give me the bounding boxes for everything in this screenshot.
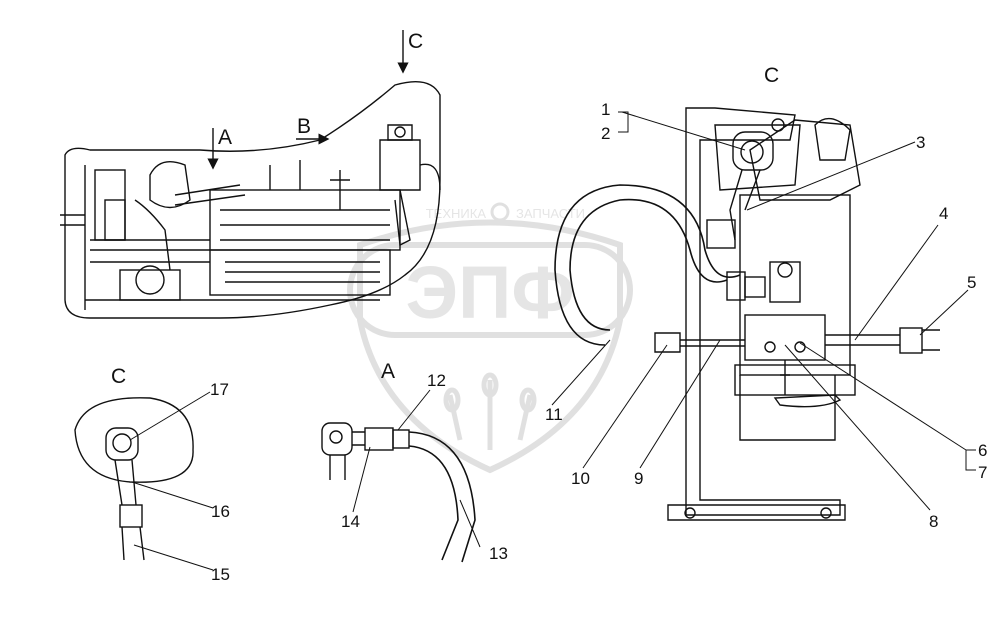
view-c-detail bbox=[74, 397, 194, 561]
callout-16: 16 bbox=[211, 502, 230, 521]
callout-2: 2 bbox=[601, 124, 610, 143]
callout-9: 9 bbox=[634, 469, 643, 488]
callout-10: 10 bbox=[571, 469, 590, 488]
leader-lines bbox=[129, 111, 976, 571]
view-a-detail-label: A bbox=[381, 360, 395, 383]
callout-13: 13 bbox=[489, 544, 508, 563]
view-c-main-label: C bbox=[764, 64, 779, 87]
watermark-logo: ЭПФ ТЕХНИКА ЗАПЧАСТИ bbox=[347, 202, 633, 474]
view-c-detail-label: C bbox=[111, 365, 126, 388]
callout-17: 17 bbox=[210, 380, 229, 399]
view-c-arrow-label: C bbox=[408, 30, 423, 53]
callout-11: 11 bbox=[545, 405, 563, 424]
watermark-logo-text: ЭПФ bbox=[406, 251, 575, 334]
callout-7: 7 bbox=[978, 463, 987, 482]
callout-5: 5 bbox=[967, 273, 976, 292]
watermark-right-text: ЗАПЧАСТИ bbox=[516, 206, 585, 221]
view-c-main bbox=[554, 107, 940, 521]
callout-1: 1 bbox=[601, 100, 610, 119]
callout-4: 4 bbox=[939, 204, 948, 223]
callout-8: 8 bbox=[929, 512, 938, 531]
view-a-detail bbox=[321, 422, 476, 563]
gear-icon bbox=[490, 202, 510, 222]
view-arrows bbox=[207, 30, 409, 170]
callout-15: 15 bbox=[211, 565, 230, 584]
callout-12: 12 bbox=[427, 371, 446, 390]
callouts: 1 2 3 4 5 6 7 8 9 10 11 12 13 14 15 16 1… bbox=[210, 100, 987, 584]
watermark-left-text: ТЕХНИКА bbox=[426, 206, 487, 221]
view-a-arrow-label: A bbox=[218, 126, 232, 149]
callout-14: 14 bbox=[341, 512, 360, 531]
callout-6: 6 bbox=[978, 441, 987, 460]
wheat-icon bbox=[443, 372, 537, 450]
view-b-arrow-label: B bbox=[297, 115, 311, 138]
engine-view bbox=[60, 81, 441, 319]
callout-3: 3 bbox=[916, 133, 925, 152]
